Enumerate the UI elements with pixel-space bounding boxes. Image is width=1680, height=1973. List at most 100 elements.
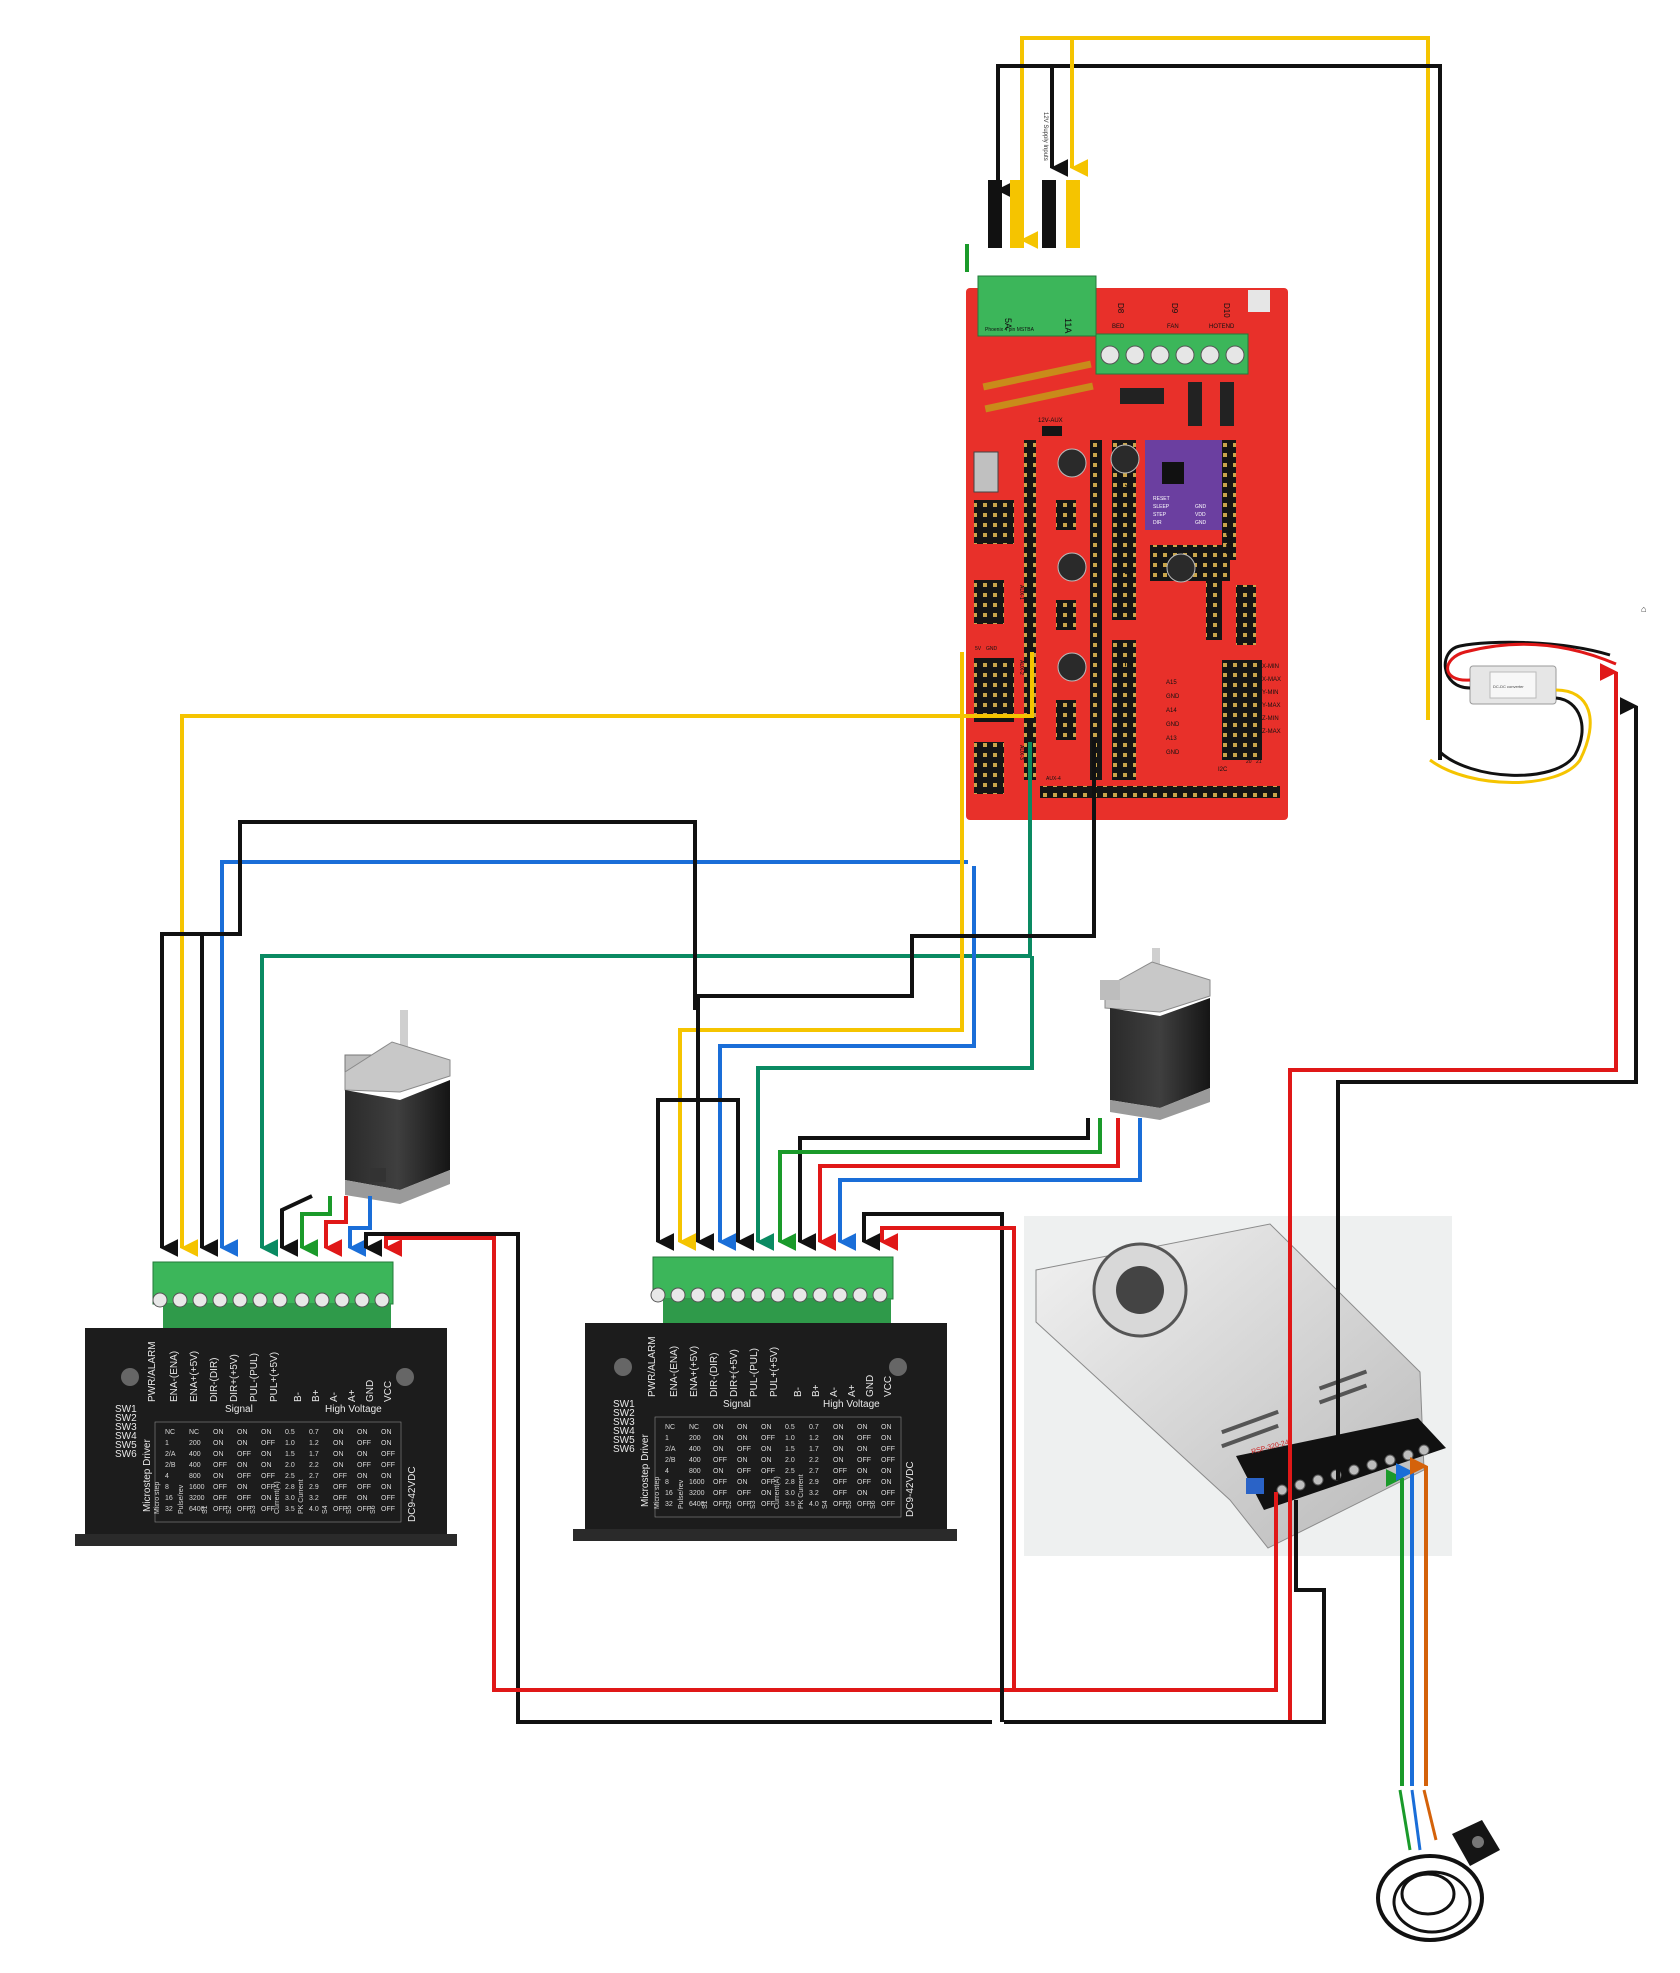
driver-table-cell: ON xyxy=(761,1424,772,1431)
driver-table-cell: 2/B xyxy=(665,1457,676,1464)
driver-table-cell: OFF xyxy=(381,1451,395,1458)
driver-pin-gnd: GND xyxy=(365,1380,376,1402)
wire-dir-blue-right xyxy=(718,866,976,1251)
driver-table-cell: OFF xyxy=(213,1495,227,1502)
driver-pin-ena-minus: ENA-(ENA) xyxy=(669,1346,680,1397)
driver-table-cell: 32 xyxy=(165,1506,173,1513)
driver-table-cell: OFF xyxy=(857,1435,871,1442)
driver-table-cell: OFF xyxy=(713,1479,727,1486)
driver-table xyxy=(154,1421,402,1523)
driver-table-cell: ON xyxy=(881,1424,892,1431)
driver-table-cell: OFF xyxy=(737,1446,751,1453)
driver-table-cell: 16 xyxy=(665,1490,673,1497)
driver-table-cell: OFF xyxy=(261,1440,275,1447)
stepper-dir: DIR xyxy=(1153,520,1162,526)
analog-a13: A13 xyxy=(1166,736,1177,742)
wire-motor-left-blue xyxy=(348,1196,372,1257)
analog-a14: A14 xyxy=(1166,708,1177,714)
wire-right-vcc xyxy=(880,1226,1016,1690)
analog-gnd-1: GND xyxy=(1166,694,1180,700)
driver-pin-a-minus: A- xyxy=(329,1392,340,1402)
driver-table-cell: ON xyxy=(237,1484,248,1491)
driver-table-cell: ON xyxy=(357,1495,368,1502)
driver-table-cell: 2.5 xyxy=(285,1473,295,1480)
driver-table-cell: 400 xyxy=(189,1451,201,1458)
driver-title: Microstep Driver xyxy=(640,1434,651,1507)
driver-pin-b-minus: B- xyxy=(293,1392,304,1402)
output-hotend: HOTEND xyxy=(1209,324,1235,330)
driver-table-cell: OFF xyxy=(213,1484,227,1491)
axis-z-label: Z xyxy=(1122,660,1134,667)
driver-table-cell: 3.5 xyxy=(785,1501,795,1508)
driver-pin-b-minus: B- xyxy=(793,1387,804,1397)
wire-gnd-black-left-2 xyxy=(200,932,240,1257)
driver-table-cell: 1.5 xyxy=(285,1451,295,1458)
driver-table-cell: ON xyxy=(713,1446,724,1453)
driver-table-cell: 4 xyxy=(165,1473,169,1480)
driver-table-cell: 4.0 xyxy=(309,1506,319,1513)
terminal-screw xyxy=(730,1287,746,1303)
driver-table-cell: OFF xyxy=(737,1468,751,1475)
driver-pin-dir-plus: DIR+(+5V) xyxy=(729,1349,740,1397)
driver-table-cell: OFF xyxy=(357,1440,371,1447)
aux-1-label: AUX-1 xyxy=(1018,585,1024,600)
driver-table-cell: OFF xyxy=(237,1495,251,1502)
driver-table-header: PK Current xyxy=(298,1479,305,1514)
driver-table-cell: ON xyxy=(261,1462,272,1469)
driver-table-header: S3 xyxy=(750,1500,757,1509)
driver-table-header: Micro step xyxy=(154,1482,161,1514)
driver-table-cell: OFF xyxy=(357,1506,371,1513)
driver-sw-labels: SW1 SW2 SW3 SW4 SW5 SW6 xyxy=(613,1399,635,1455)
wire-right-gnd xyxy=(862,1212,1004,1722)
terminal-screw xyxy=(770,1287,786,1303)
sw2: SW2 xyxy=(115,1413,137,1424)
driver-pin-pul-minus: PUL-(PUL) xyxy=(249,1353,260,1402)
aux-12v-label: 12V-AUX xyxy=(1038,418,1063,424)
driver-pin-pul-minus: PUL-(PUL) xyxy=(749,1348,760,1397)
driver-table-cell: OFF xyxy=(381,1462,395,1469)
mosfet-3 xyxy=(1220,382,1234,426)
driver-table-cell: 2.7 xyxy=(309,1473,319,1480)
wire-psu-gnd xyxy=(1336,697,1638,1480)
driver-pin-pul-plus: PUL+(+5V) xyxy=(769,1347,780,1397)
terminal-screw xyxy=(750,1287,766,1303)
header-column-right xyxy=(1090,440,1102,780)
driver-table-cell: 4 xyxy=(665,1468,669,1475)
driver-pin-ena-minus: ENA-(ENA) xyxy=(169,1351,180,1402)
driver-pin-pwr-alarm: PWR/ALARM xyxy=(147,1341,158,1402)
driver-table-cell: 8 xyxy=(165,1484,169,1491)
driver-table-header: Pulse/rev xyxy=(178,1484,185,1514)
output-d8: D8 xyxy=(1116,303,1125,314)
driver-table-cell: ON xyxy=(381,1473,392,1480)
terminal-screw xyxy=(232,1292,248,1308)
driver-table-cell: ON xyxy=(213,1440,224,1447)
driver-table-cell: OFF xyxy=(761,1435,775,1442)
output-screws xyxy=(1100,345,1245,365)
driver-table-cell: 200 xyxy=(689,1435,701,1442)
driver-table-cell: 3.2 xyxy=(309,1495,319,1502)
sw5: SW5 xyxy=(613,1435,635,1446)
terminal-screw xyxy=(314,1292,330,1308)
mosfet-1 xyxy=(1120,388,1164,404)
wire-supply-black-1 xyxy=(996,64,1442,760)
driver-table-cell: 200 xyxy=(189,1440,201,1447)
output-fan: FAN xyxy=(1167,324,1179,330)
driver-table-cell: 1.5 xyxy=(785,1446,795,1453)
driver-table-cell: 3.5 xyxy=(285,1506,295,1513)
driver-table-cell: ON xyxy=(213,1473,224,1480)
driver-table-cell: OFF xyxy=(381,1495,395,1502)
driver-table-cell: 400 xyxy=(189,1462,201,1469)
aux-2-label: AUX-2 xyxy=(1018,660,1024,675)
wire-supply-yellow-1 xyxy=(1020,36,1430,720)
driver-title: Microstep Driver xyxy=(142,1439,153,1512)
driver-table-header: S5 xyxy=(846,1500,853,1509)
driver-table-cell: ON xyxy=(881,1435,892,1442)
stepper-driver-right: Microstep Driver PWR/ALARM ENA-(ENA) ENA… xyxy=(573,1256,957,1541)
driver-table-cell: 2.8 xyxy=(785,1479,795,1486)
analog-gnd-3: GND xyxy=(1166,750,1180,756)
driver-table-cell: ON xyxy=(833,1457,844,1464)
driver-table-cell: ON xyxy=(333,1462,344,1469)
driver-table-cell: 4.0 xyxy=(809,1501,819,1508)
driver-table-cell: 1 xyxy=(165,1440,169,1447)
driver-table-header: S5 xyxy=(346,1505,353,1514)
